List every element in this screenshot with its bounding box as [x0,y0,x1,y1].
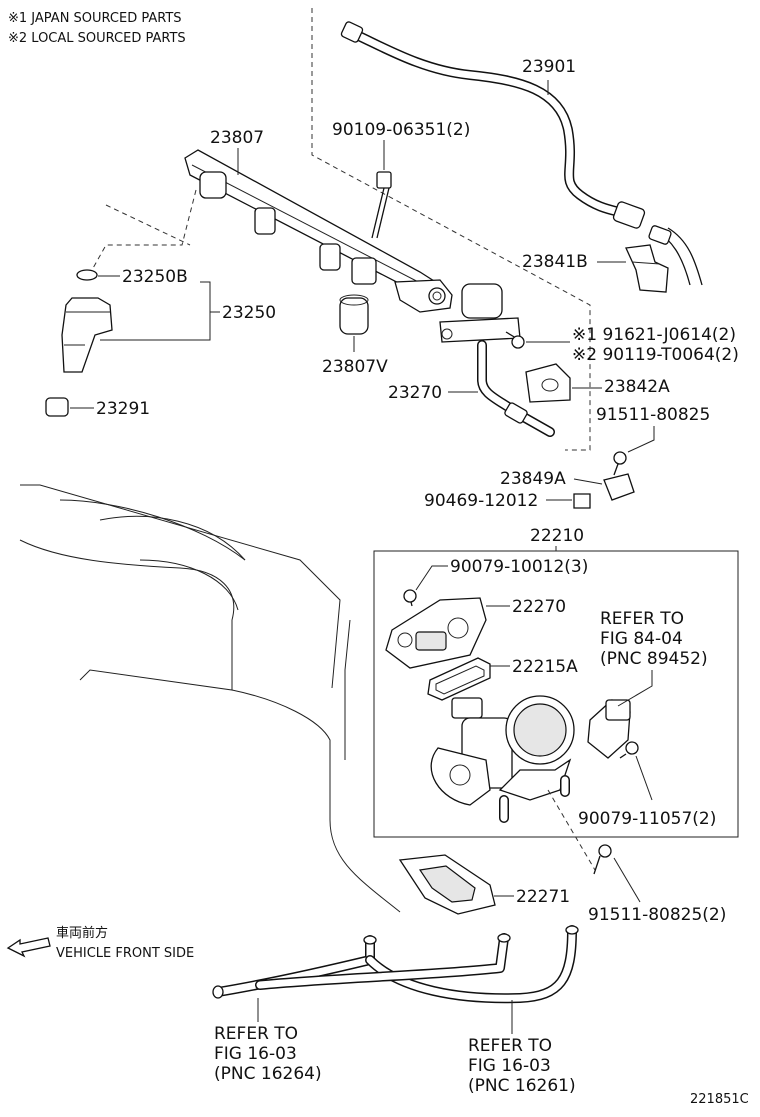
screw-90079-10012 [403,589,417,607]
label-91621-j0614: ※1 91621-J0614(2) [572,325,736,345]
bolt-91511-upper [613,451,627,476]
fuel-hose-23901 [340,21,703,286]
screw-90079-11057 [619,741,639,759]
label-90079-10012: 90079-10012(3) [450,557,588,577]
vehicle-front-arrow-icon [6,937,51,958]
ref-fig16b-line3: (PNC 16261) [468,1076,576,1096]
engine-outline [19,484,401,913]
label-23270: 23270 [388,383,442,403]
ref-fig16a-line1: REFER TO [214,1024,298,1044]
label-90469-12012: 90469-12012 [424,491,538,511]
cushion-23291 [45,397,69,417]
label-23841b: 23841B [522,252,588,272]
front-label-jp: 車両前方 [56,925,108,941]
gasket-22215a [427,657,491,701]
fuel-rail-group-outline [91,8,591,451]
label-22215a: 22215A [512,657,578,677]
injector-23250 [61,297,113,373]
gasket-22271 [398,854,496,915]
insulator-23807v [339,294,369,335]
ref-fig84-line1: REFER TO [600,609,684,629]
vacuum-hoses [212,925,579,1004]
label-22271: 22271 [516,887,570,907]
ref-fig16b-line1: REFER TO [468,1036,552,1056]
clamp-23842a [525,363,571,403]
fuel-rail-23807 [184,149,453,313]
ref-fig16a-line3: (PNC 16264) [214,1064,322,1084]
clip-90469 [573,493,591,509]
label-90119-t0064: ※2 90119-T0064(2) [572,345,739,365]
front-label-en: VEHICLE FRONT SIDE [56,946,194,961]
label-23250b: 23250B [122,267,188,287]
oring-23250b [76,269,98,281]
label-23250: 23250 [222,303,276,323]
label-23807v: 23807V [322,357,388,377]
label-90109-06351: 90109-06351(2) [332,120,470,140]
screw-91621 [505,331,525,349]
bolt-90109-06351 [371,171,392,239]
label-22270: 22270 [512,597,566,617]
bolt-91511-lower [547,789,612,875]
legend-local-sourced: ※2 LOCAL SOURCED PARTS [8,31,186,46]
label-23807: 23807 [210,128,264,148]
label-23901: 23901 [522,57,576,77]
pressure-regulator-23270 [439,283,555,437]
label-23291: 23291 [96,399,150,419]
label-23849a: 23849A [500,469,566,489]
clip-23841b [625,244,669,293]
label-90079-11057: 90079-11057(2) [578,809,716,829]
legend-japan-sourced: ※1 JAPAN SOURCED PARTS [8,11,182,26]
label-91511-upper: 91511-80825 [596,405,710,425]
ref-fig84-line3: (PNC 89452) [600,649,708,669]
ref-fig16a-line2: FIG 16-03 [214,1044,297,1064]
throttle-position-sensor [587,699,631,759]
ref-fig84-line2: FIG 84-04 [600,629,683,649]
ref-fig16b-line2: FIG 16-03 [468,1056,551,1076]
bracket-23849a [603,473,635,501]
diagram-id: 221851C [690,1092,749,1107]
label-91511-lower: 91511-80825(2) [588,905,726,925]
label-22210: 22210 [530,526,584,546]
isc-valve-22270 [385,597,487,669]
label-23842a: 23842A [604,377,670,397]
throttle-body [430,695,575,823]
